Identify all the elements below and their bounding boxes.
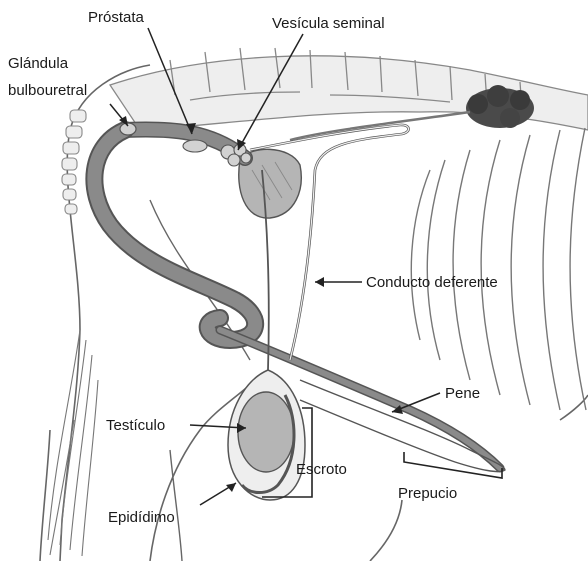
label-glandula: Glándula: [8, 55, 69, 72]
ribs: [411, 128, 586, 410]
bulbourethral-gland: [120, 123, 136, 135]
label-conducto-deferente: Conducto deferente: [366, 274, 498, 291]
hind-leg: [150, 200, 250, 561]
tail: [48, 330, 98, 556]
label-testiculo: Testículo: [106, 417, 165, 434]
tail-vertebrae: [62, 110, 86, 214]
label-epididimo: Epidídimo: [108, 509, 175, 526]
label-prepucio: Prepucio: [398, 485, 457, 502]
label-vesicula-seminal: Vesícula seminal: [272, 15, 385, 32]
label-bulbouretral: bulbouretral: [8, 82, 87, 99]
label-prostata: Próstata: [88, 9, 145, 26]
testicle: [238, 392, 294, 472]
prostate-gland: [183, 140, 207, 152]
label-escroto: Escroto: [296, 461, 347, 478]
label-pene: Pene: [445, 385, 480, 402]
seminal-vesicle: [221, 144, 251, 166]
